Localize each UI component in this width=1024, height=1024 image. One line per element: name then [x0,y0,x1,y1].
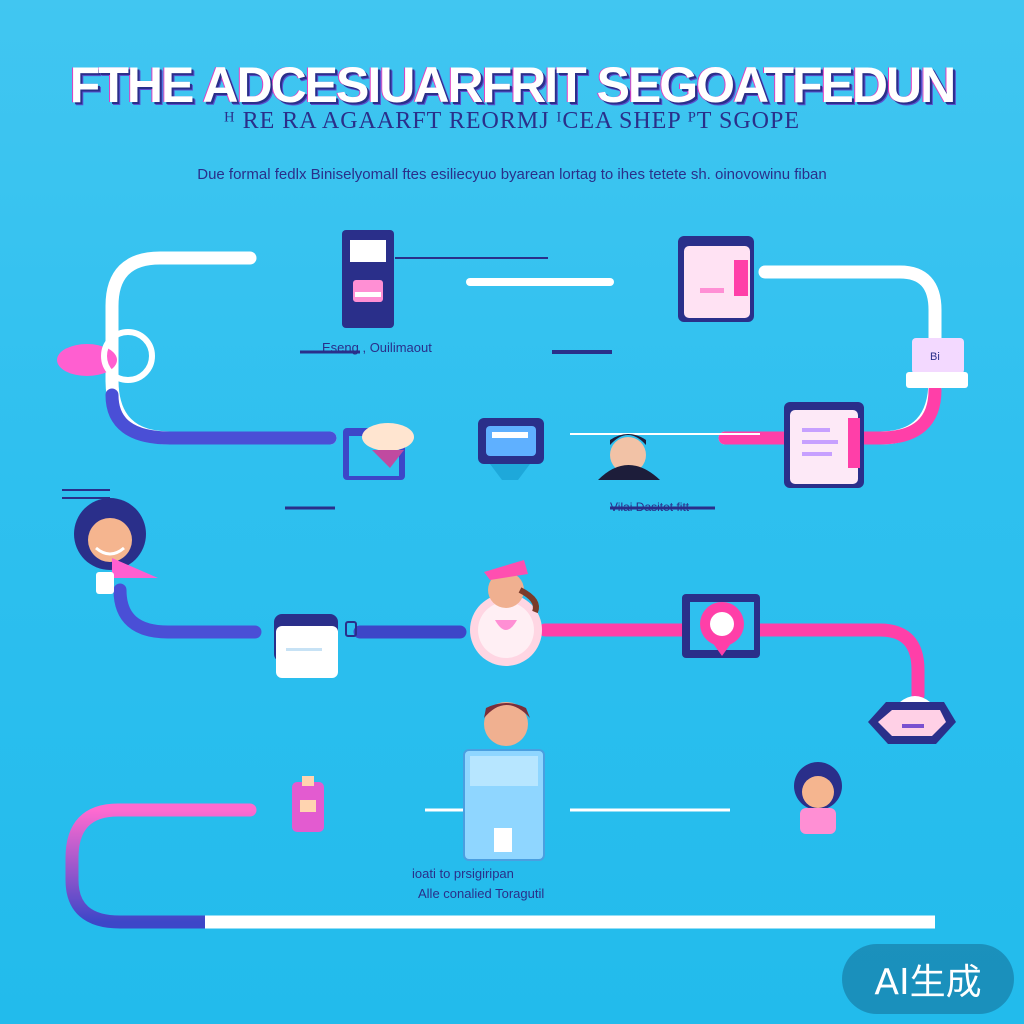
bank-icon-text: Bi [930,351,940,363]
page-title: FTHE ADCESIUARFRIT SEGOATFEDUN [69,57,956,113]
person-icon-right [794,762,842,834]
flow-path-row1-left-blue [105,388,337,445]
location-badge-icon [682,594,760,658]
laptop-icon [478,418,544,480]
page-subtitle: ᴴ RE RA AGAARFT REORMJ ᴵCEA SHEP ᴾT SGOP… [224,108,800,134]
document-card-icon [678,236,754,322]
bottle-icon [292,776,324,832]
label-mid-right: Vilai Dasitet fitt [610,500,690,514]
bank-icon: Bi [906,338,968,388]
flow-path-row2-left [113,583,262,639]
flow-path-row1-left [105,251,337,445]
flow-path-row1-right-pink [718,383,942,445]
label-bottom-line1: ioati to prsigiripan [412,866,514,881]
flow-path-row3 [65,803,257,929]
chat-lips-icon [868,696,956,744]
tablet-icon [342,230,394,328]
phone-person-icon [463,702,545,861]
person-icon-dark [598,434,660,480]
person-icon-woman [74,498,158,594]
form-card-icon [784,402,864,488]
ai-generated-badge: AI生成 [842,944,1014,1014]
message-card-icon [274,614,357,678]
wallet-icon [343,423,414,480]
flow-path-row2-right [538,623,925,702]
person-icon-center [470,560,542,666]
tagline: Due formal fedlx Biniselyomall ftes esil… [197,166,827,183]
label-top-left: Eseng , Ouilimaout [322,340,432,355]
cloud-icon-ring [101,329,155,383]
label-bottom-line2: Alle conalied Toragutil [418,886,545,901]
